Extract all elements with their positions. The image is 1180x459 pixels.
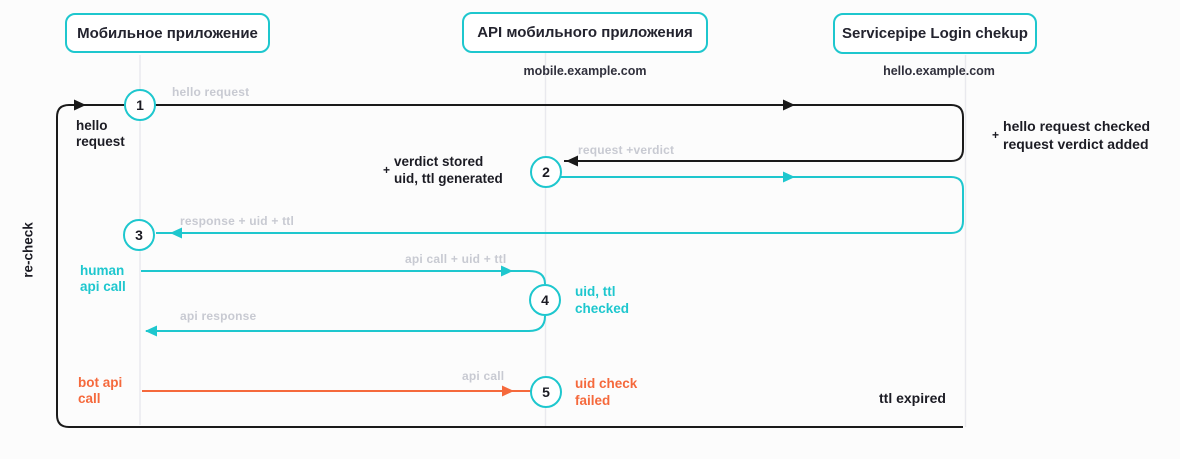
label-bot-api-call: bot api call bbox=[78, 375, 123, 406]
note-uid-check-failed-text: uid check failed bbox=[575, 376, 638, 408]
note-uid-ttl-checked: uid, ttl checked bbox=[575, 283, 629, 317]
step-5-number: 5 bbox=[542, 384, 550, 400]
step-3-number: 3 bbox=[135, 227, 143, 243]
step-circle-4: 4 bbox=[529, 284, 561, 316]
arrowhead-bot-api-call-icon bbox=[502, 385, 514, 397]
message-api-call: api call bbox=[462, 369, 505, 383]
actor-mobile-api-label: API мобильного приложения bbox=[477, 24, 693, 41]
step-2-number: 2 bbox=[542, 164, 550, 180]
human-api-call-path bbox=[141, 270, 546, 285]
message-request-verdict: request +verdict bbox=[578, 143, 675, 157]
api-response-path bbox=[146, 315, 546, 332]
arrowhead-response-to-mobile-icon bbox=[170, 227, 182, 239]
plus-icon: + bbox=[383, 163, 391, 177]
step-1-number: 1 bbox=[136, 97, 144, 113]
arrowhead-human-api-call-icon bbox=[501, 265, 513, 277]
message-api-call-uid-ttl: api call + uid + ttl bbox=[405, 252, 507, 266]
actor-servicepipe-label: Servicepipe Login chekup bbox=[842, 25, 1028, 42]
response-uid-ttl-path bbox=[156, 176, 964, 234]
note-uid-check-failed: uid check failed bbox=[575, 375, 637, 409]
actor-servicepipe: Servicepipe Login chekup bbox=[833, 13, 1037, 54]
step-circle-5: 5 bbox=[530, 376, 562, 408]
actor-mobile-app-label: Мобильное приложение bbox=[77, 24, 258, 42]
actor-mobile-api: API мобильного приложения bbox=[462, 12, 708, 53]
step-4-number: 4 bbox=[541, 292, 549, 308]
note-verdict-stored-text: verdict stored uid, ttl generated bbox=[394, 154, 503, 186]
message-response-uid-ttl: response + uid + ttl bbox=[180, 214, 295, 228]
label-ttl-expired: ttl expired bbox=[879, 390, 946, 406]
host-mobile-example: mobile.example.com bbox=[523, 64, 647, 78]
arrowhead-api-response-icon bbox=[145, 325, 157, 337]
loop-and-hello-request-path bbox=[56, 104, 964, 428]
note-verdict-stored: + verdict stored uid, ttl generated bbox=[383, 153, 503, 187]
step-circle-1: 1 bbox=[124, 89, 156, 121]
message-api-response: api response bbox=[180, 309, 257, 323]
arrowhead-response-forward-icon bbox=[783, 171, 795, 183]
arrowhead-loop-restart-icon bbox=[74, 99, 86, 111]
host-hello-example: hello.example.com bbox=[883, 64, 995, 78]
plus-icon: + bbox=[992, 128, 1000, 142]
step-circle-3: 3 bbox=[123, 219, 155, 251]
label-human-api-call: human api call bbox=[80, 263, 126, 294]
loop-label-re-check: re-check bbox=[20, 222, 36, 278]
note-hello-request-checked: + hello request checked request verdict … bbox=[992, 117, 1150, 153]
arrowhead-hello-to-servicepipe-icon bbox=[783, 99, 795, 111]
step-circle-2: 2 bbox=[530, 156, 562, 188]
message-hello-request: hello request bbox=[172, 85, 250, 99]
label-hello-request: hello request bbox=[76, 118, 125, 149]
note-uid-ttl-checked-text: uid, ttl checked bbox=[575, 284, 630, 316]
note-hello-request-checked-text: hello request checked request verdict ad… bbox=[1003, 118, 1151, 152]
arrowhead-verdict-to-api-icon bbox=[566, 155, 578, 167]
actor-mobile-app: Мобильное приложение bbox=[65, 13, 270, 53]
